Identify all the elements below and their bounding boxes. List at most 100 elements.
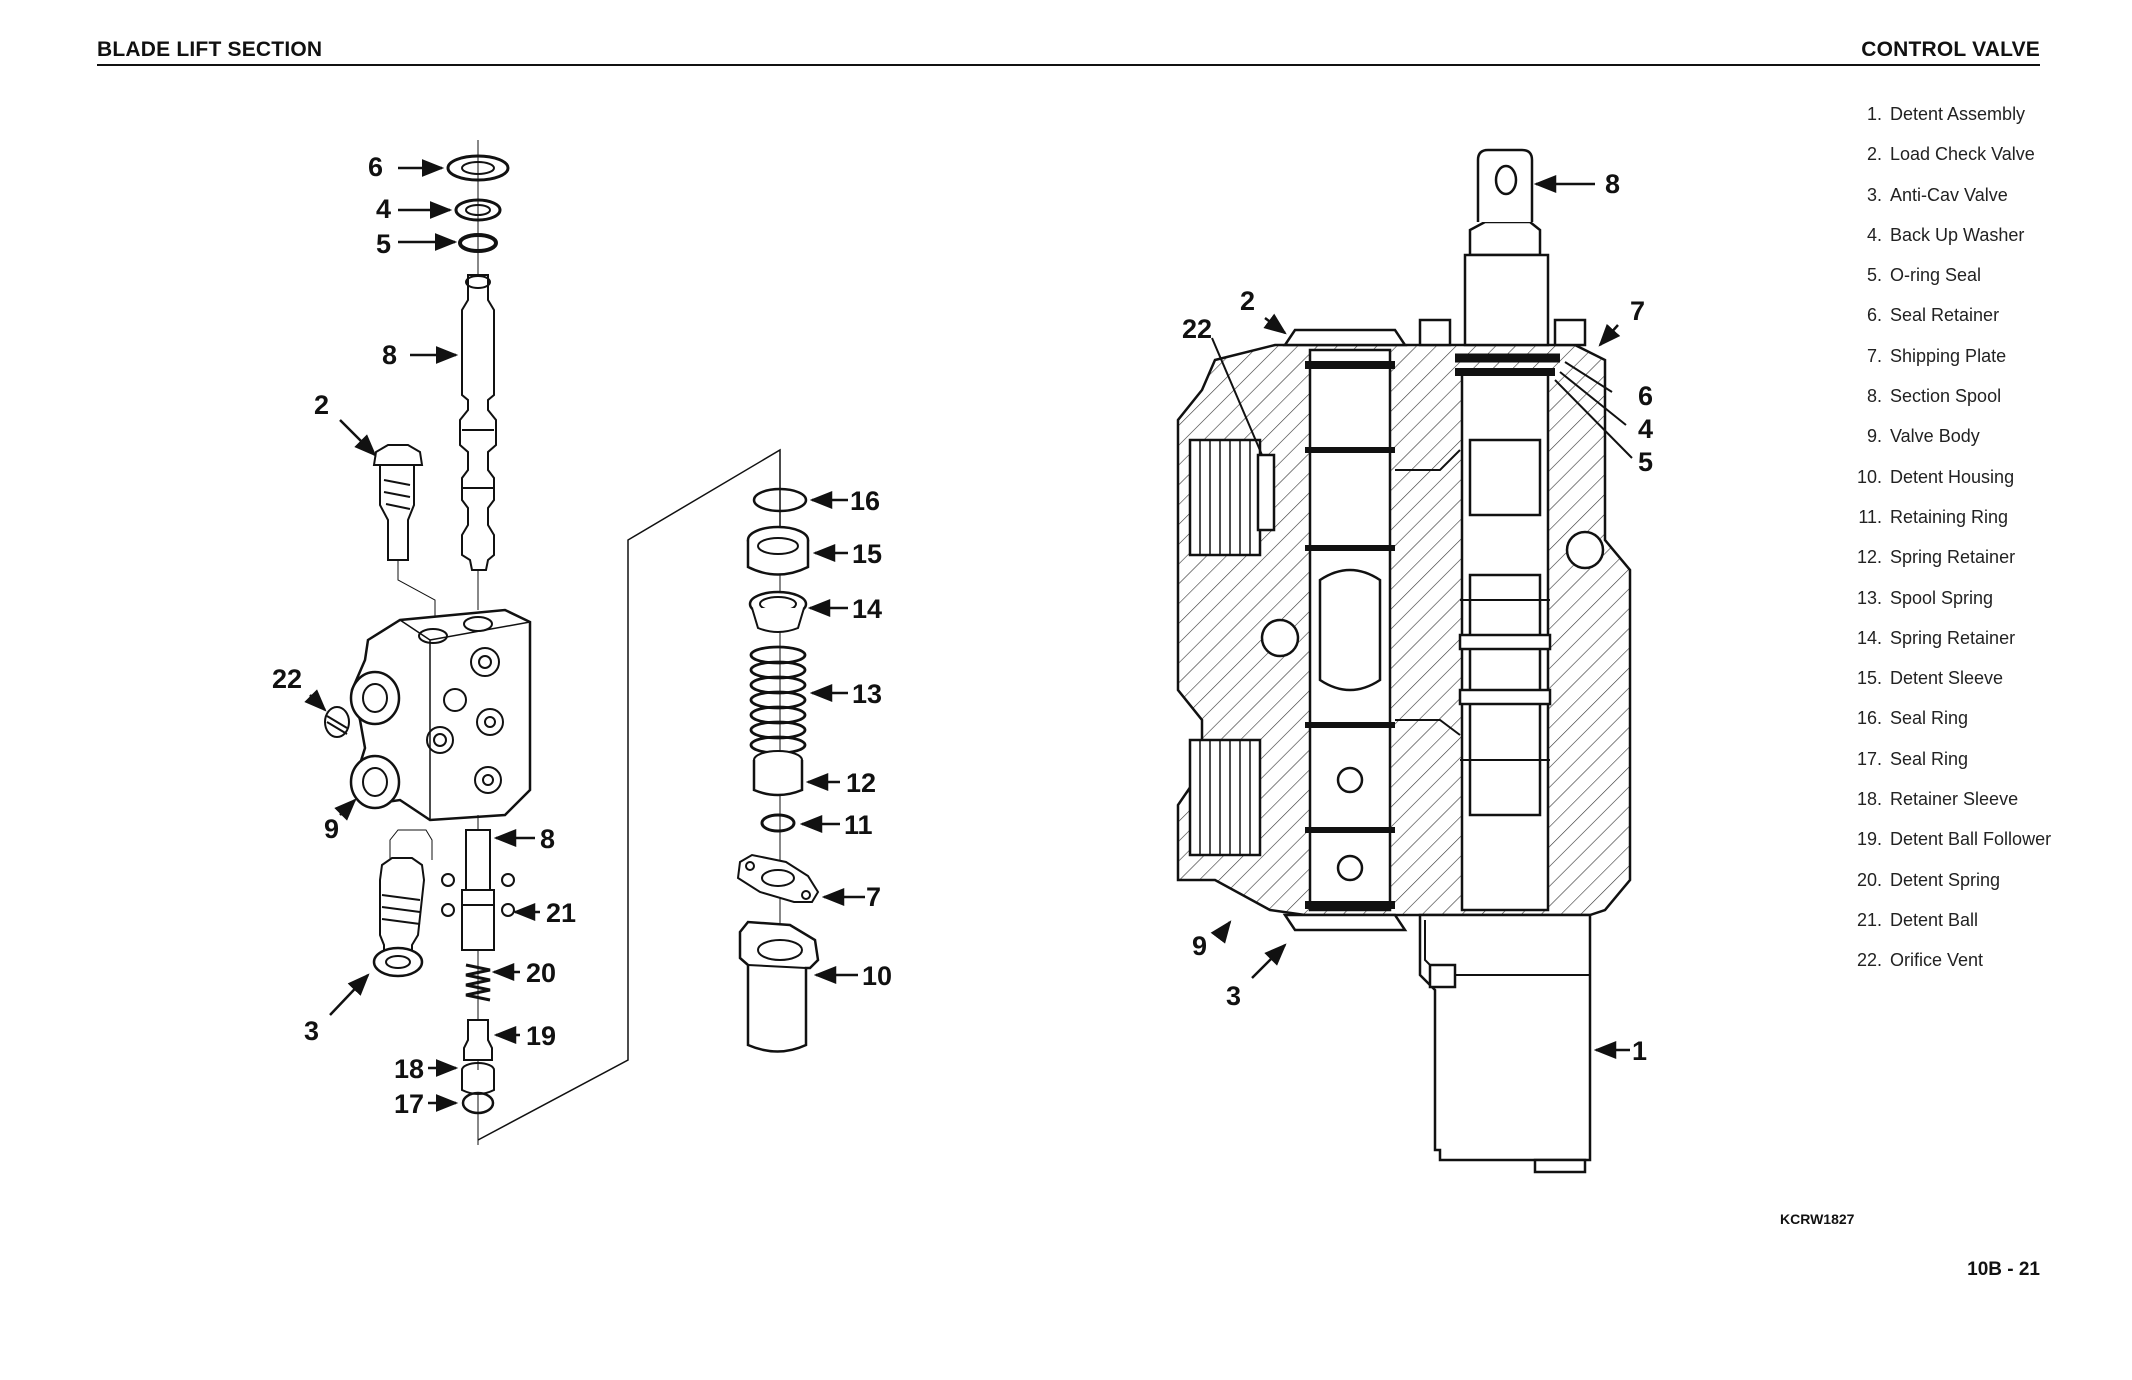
legend-item: 5. O-ring Seal (1820, 265, 2120, 305)
legend-label: Detent Ball (1890, 909, 1979, 930)
legend-number: 20. (1856, 869, 1882, 890)
legend-label: Anti-Cav Valve (1890, 184, 2008, 205)
legend-item: 2.Load Check Valve (1820, 144, 2120, 184)
section-title: BLADE LIFT SECTION (97, 38, 323, 61)
legend-number: 17. (1856, 748, 1882, 769)
exploded-callout-label: 8 (382, 340, 397, 370)
legend-label: Detent Ball Follower (1890, 829, 2052, 850)
legend-item: 12. Spring Retainer (1820, 547, 2120, 587)
section-callout-label: 5 (1638, 447, 1653, 477)
section-callout-label: 1 (1632, 1036, 1647, 1066)
legend-label: Orifice Vent (1890, 950, 1984, 971)
legend-label: Detent Housing (1890, 466, 2015, 487)
legend-number: 22. (1856, 950, 1882, 971)
legend-item: 10. Detent Housing (1820, 467, 2120, 507)
exploded-callout-label: 2 (314, 390, 329, 420)
section-callout-label: 22 (1182, 314, 1212, 344)
legend-number: 10. (1856, 466, 1882, 487)
legend-number: 9. (1866, 426, 1882, 447)
legend-number: 13. (1856, 587, 1882, 608)
figure-id: KCRW1827 (1780, 1211, 1855, 1227)
legend-item: 7. Shipping Plate (1820, 346, 2120, 386)
legend-label: Load Check Valve (1890, 144, 2035, 165)
exploded-callout-label: 19 (526, 1021, 556, 1051)
legend-label: Spring Retainer (1890, 547, 2016, 568)
exploded-callout-label: 4 (376, 194, 391, 224)
legend-number: 1. (1866, 104, 1882, 124)
exploded-callout-label: 18 (394, 1054, 424, 1084)
page-number: 10B - 21 (1967, 1259, 2040, 1280)
legend-label: Valve Body (1890, 426, 1980, 447)
exploded-callout-label: 13 (852, 679, 882, 709)
legend-item: 14. Spring Retainer (1820, 628, 2120, 668)
legend-number: 7. (1866, 345, 1882, 366)
legend-item: 9. Valve Body (1820, 426, 2120, 466)
section-callout-label: 6 (1638, 381, 1653, 411)
legend-label: Detent Spring (1890, 869, 2001, 890)
legend-label: Retainer Sleeve (1890, 789, 2019, 810)
legend-item: 6. Seal Retainer (1820, 305, 2120, 345)
legend-label: Spring Retainer (1890, 627, 2016, 648)
legend-number: 12. (1856, 547, 1882, 568)
legend-label: O-ring Seal (1890, 265, 1982, 286)
exploded-callout-label: 16 (850, 486, 880, 516)
legend-item: 16. Seal Ring (1820, 708, 2120, 748)
exploded-callout-arrows (304, 159, 865, 1112)
legend-number: 4. (1866, 224, 1882, 245)
section-callout-labels: 8 2 22 7 6 4 5 9 3 1 (1182, 169, 1653, 1066)
legend-item: 15. Detent Sleeve (1820, 668, 2120, 708)
parts-legend: 1.Detent Assembly 2.Load Check Valve 3. A… (1820, 104, 2120, 991)
legend-number: 16. (1856, 708, 1882, 729)
exploded-callout-label: 12 (846, 768, 876, 798)
exploded-callout-label: 21 (546, 898, 576, 928)
cross-section-view (1176, 148, 1632, 1174)
legend-label: Seal Retainer (1890, 305, 2000, 326)
legend-item: 4. Back Up Washer (1820, 225, 2120, 265)
legend-label: Seal Ring (1890, 708, 1969, 729)
legend-number: 21. (1856, 909, 1882, 930)
legend-label: Spool Spring (1890, 587, 1994, 608)
legend-item: 3. Anti-Cav Valve (1820, 185, 2120, 225)
exploded-callout-label: 3 (304, 1016, 319, 1046)
exploded-callout-label: 7 (866, 882, 881, 912)
legend-item: 13. Spool Spring (1820, 588, 2120, 628)
legend-number: 5. (1866, 265, 1882, 286)
legend-label: Retaining Ring (1890, 506, 2009, 527)
exploded-callout-label: 17 (394, 1089, 424, 1119)
legend-item: 18. Retainer Sleeve (1820, 789, 2120, 829)
exploded-callout-label: 11 (844, 810, 873, 840)
section-callout-label: 3 (1226, 981, 1241, 1011)
legend-item: 17. Seal Ring (1820, 749, 2120, 789)
legend-label: Seal Ring (1890, 748, 1969, 769)
header-rule (97, 64, 2040, 66)
legend-item: 8.Section Spool (1820, 386, 2120, 426)
section-callout-arrows (1210, 175, 1633, 1059)
legend-item: 20. Detent Spring (1820, 870, 2120, 910)
legend-number: 3. (1866, 184, 1882, 205)
legend-number: 19. (1856, 829, 1882, 850)
section-callout-label: 9 (1192, 931, 1207, 961)
exploded-callout-label: 9 (324, 814, 339, 844)
exploded-callout-label: 15 (852, 539, 882, 569)
legend-number: 14. (1856, 627, 1882, 648)
exploded-view (324, 140, 820, 1145)
legend-item: 11. Retaining Ring (1820, 507, 2120, 547)
legend-item: 1.Detent Assembly (1820, 104, 2120, 144)
legend-number: 18. (1856, 789, 1882, 810)
section-callout-label: 8 (1605, 169, 1620, 199)
legend-number: 6. (1866, 305, 1882, 326)
legend-label: Shipping Plate (1890, 345, 2007, 366)
exploded-callout-label: 6 (368, 152, 383, 182)
exploded-callout-label: 22 (272, 664, 302, 694)
legend-number: 15. (1856, 668, 1882, 689)
section-callout-label: 7 (1630, 296, 1645, 326)
exploded-callout-label: 10 (862, 961, 892, 991)
exploded-callout-label: 20 (526, 958, 556, 988)
section-callout-label: 4 (1638, 414, 1653, 444)
section-callout-label: 2 (1240, 286, 1255, 316)
legend-number: 8. (1866, 386, 1882, 407)
legend-label: Detent Sleeve (1890, 668, 2004, 689)
legend-label: Back Up Washer (1890, 224, 2025, 245)
legend-number: 11. (1858, 506, 1882, 527)
